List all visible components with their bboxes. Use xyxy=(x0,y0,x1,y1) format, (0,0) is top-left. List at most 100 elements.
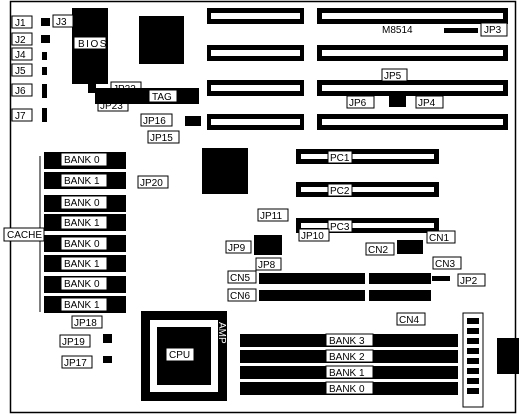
j5-label: J5 xyxy=(15,66,26,77)
tag-chip xyxy=(95,88,199,104)
cache-bank-label-box xyxy=(60,152,108,312)
j7-label: J7 xyxy=(15,111,26,122)
jp4-label: JP4 xyxy=(418,98,436,109)
jp17-label: JP17 xyxy=(64,358,87,369)
jp17-header xyxy=(103,356,112,363)
pc3-label-box xyxy=(327,219,353,233)
cache-bank-label: BANK 1 xyxy=(64,259,100,270)
power-connector-pins xyxy=(467,318,479,394)
j6-label: J6 xyxy=(15,86,26,97)
cache-bank-label: BANK 1 xyxy=(64,218,100,229)
cache-bank-label: BANK 1 xyxy=(64,176,100,187)
jp20-label: JP20 xyxy=(140,178,163,189)
j-header-column xyxy=(41,18,50,122)
j6-label-box xyxy=(11,83,33,97)
pc1-label-box xyxy=(327,150,353,164)
cpu-marking: AMP xyxy=(216,322,227,344)
jp3-label: JP3 xyxy=(484,25,502,36)
jp19-label-box xyxy=(59,334,91,348)
cache-bank-label: BANK 0 xyxy=(64,155,100,166)
isa-slot-gap xyxy=(322,85,503,91)
board-model: M8514 xyxy=(382,25,413,36)
jp18-label: JP18 xyxy=(74,318,97,329)
cn2-label: CN2 xyxy=(368,245,388,256)
cache-label-box xyxy=(3,227,45,242)
jp16-header xyxy=(185,116,201,126)
cn1-label-box xyxy=(426,230,456,244)
j5-label-box xyxy=(11,63,33,77)
ide-fdd-connectors xyxy=(259,273,431,301)
pc2-label-box xyxy=(327,183,353,197)
jp15-label-box xyxy=(147,130,180,144)
jp11-label-box xyxy=(257,208,289,222)
isa-slot-gap xyxy=(322,50,503,56)
tag-label-box xyxy=(148,89,178,103)
cache-label: CACHE xyxy=(7,230,42,241)
isa-slot-gap xyxy=(322,119,503,125)
j2-label-box xyxy=(11,32,33,46)
isa-slot-gap xyxy=(211,13,300,19)
jp16-label-box xyxy=(140,113,173,127)
isa-slot-gap xyxy=(211,50,300,56)
cn4-label-box xyxy=(396,312,426,326)
cn2-header xyxy=(397,240,423,254)
pc1-label: PC1 xyxy=(330,153,350,164)
jp20-header xyxy=(120,179,126,189)
simm-bank-label: BANK 1 xyxy=(329,368,365,379)
cn3-label: CN3 xyxy=(435,259,455,270)
cn5-label: CN5 xyxy=(230,273,250,284)
jp4-label-box xyxy=(415,95,444,109)
pc3-label: PC3 xyxy=(330,222,350,233)
cn5-label-box xyxy=(227,270,257,284)
j1-label-box xyxy=(11,15,33,29)
jp10-label-box xyxy=(298,228,330,242)
jp19-label: JP19 xyxy=(62,337,85,348)
cache-bank-label: BANK 0 xyxy=(64,198,100,209)
jp4-jp5-jp6-header xyxy=(389,93,406,107)
isa-slot-gap xyxy=(211,119,300,125)
isa-slot-gap xyxy=(322,13,503,19)
jp2-label-box xyxy=(457,273,486,287)
tag-label: TAG xyxy=(152,92,172,103)
pc-slots xyxy=(296,149,439,233)
j4-label-box xyxy=(11,47,33,61)
jp5-label-box xyxy=(381,68,408,82)
jp17-label-box xyxy=(61,355,93,369)
cn1-label: CN1 xyxy=(429,233,449,244)
jp15-label: JP15 xyxy=(150,133,173,144)
jp23-label: JP23 xyxy=(100,101,123,112)
bios-label-box xyxy=(73,36,107,50)
jp9-jp11-header xyxy=(254,235,282,255)
jp5-label: JP5 xyxy=(384,71,402,82)
cn6-label: CN6 xyxy=(230,291,250,302)
isa-slot-gap xyxy=(211,85,300,91)
jp6-label: JP6 xyxy=(349,98,367,109)
jp2-label: JP2 xyxy=(460,276,478,287)
chipset-ic-top xyxy=(139,16,184,64)
cn2-label-box xyxy=(365,242,395,256)
jp16-label: JP16 xyxy=(143,116,166,127)
jp9-label-box xyxy=(225,240,252,254)
jp10-label: JP10 xyxy=(301,231,324,242)
jp8-label-box xyxy=(255,257,282,271)
cpu-label: CPU xyxy=(169,350,190,361)
jp19-header xyxy=(103,334,112,343)
cache-bank-label: BANK 1 xyxy=(64,300,100,311)
simm-bank-label: BANK 2 xyxy=(329,352,365,363)
jp20-label-box xyxy=(137,175,169,189)
bios-label: BIOS xyxy=(78,39,108,50)
cpu-label-box xyxy=(165,347,195,362)
j7-label-box xyxy=(11,108,33,122)
cn6-label-box xyxy=(227,288,257,302)
cache-bank-label: BANK 0 xyxy=(64,239,100,250)
simm-bank-label: BANK 0 xyxy=(329,384,365,395)
cache-bank-label: BANK 0 xyxy=(64,279,100,290)
j2-label: J2 xyxy=(15,35,26,46)
jp18-label-box xyxy=(71,315,103,329)
pc2-label: PC2 xyxy=(330,186,350,197)
simm-bank-label-box xyxy=(325,333,374,395)
cn3-label-box xyxy=(432,256,462,270)
isa-slots xyxy=(207,8,508,130)
jp22-header xyxy=(88,84,96,93)
j3-label-box xyxy=(52,14,74,28)
